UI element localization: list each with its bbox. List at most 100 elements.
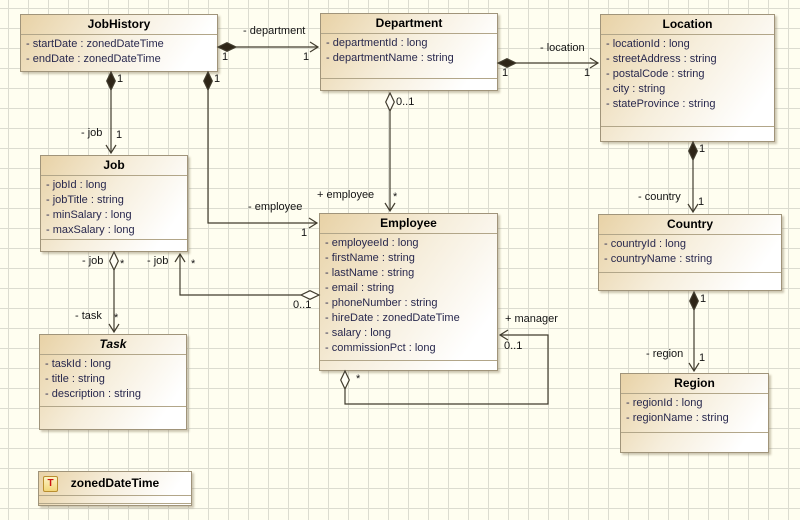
- class-attribute[interactable]: - jobTitle : string: [46, 194, 124, 206]
- datatype-icon: T: [43, 476, 58, 492]
- multiplicity-label: 1: [502, 67, 509, 79]
- class-attribute[interactable]: - employeeId : long: [325, 237, 419, 249]
- edge-line[interactable]: [179, 254, 301, 296]
- class-task[interactable]: Task - taskId : long - title : string - …: [39, 334, 187, 430]
- multiplicity-label: 1: [700, 293, 707, 305]
- class-title: Region: [621, 374, 768, 394]
- class-attribute[interactable]: - countryName : string: [604, 253, 713, 265]
- multiplicity-label: *: [114, 312, 119, 324]
- multiplicity-label: 1: [303, 51, 310, 63]
- edge-role-label: - region: [646, 348, 684, 360]
- arrowhead: [688, 362, 700, 373]
- class-attribute[interactable]: - postalCode : string: [606, 68, 705, 80]
- class-attribute[interactable]: - salary : long: [325, 327, 392, 339]
- class-operations-compartment: [601, 126, 774, 141]
- class-attributes: - employeeId : long - firstName : string…: [320, 234, 497, 360]
- edge-jobhistory-job[interactable]: [105, 70, 117, 155]
- class-attributes: - locationId : long - streetAddress : st…: [601, 35, 774, 126]
- class-attribute[interactable]: - locationId : long: [606, 38, 690, 50]
- edge-role-label: - job: [82, 255, 104, 267]
- edge-role-label: - employee: [248, 201, 303, 213]
- multiplicity-label: 1: [699, 143, 706, 155]
- class-attribute[interactable]: - phoneNumber : string: [325, 297, 438, 309]
- edge-role-label: + employee: [317, 189, 375, 201]
- aggregation-diamond: [299, 290, 321, 300]
- composition-diamond: [216, 42, 238, 52]
- arrowhead: [108, 323, 120, 334]
- multiplicity-label: 0..1: [396, 96, 415, 108]
- class-department[interactable]: Department - departmentId : long - depar…: [320, 13, 498, 91]
- class-attributes: - taskId : long - title : string - descr…: [40, 355, 186, 406]
- class-title: Country: [599, 215, 781, 235]
- class-jobhistory[interactable]: JobHistory - startDate : zonedDateTime -…: [20, 14, 218, 72]
- class-title: Employee: [320, 214, 497, 234]
- datatype-zoneddatetime[interactable]: T zonedDateTime: [38, 471, 192, 506]
- class-job[interactable]: Job - jobId : long - jobTitle : string -…: [40, 155, 188, 252]
- class-attributes: - countryId : long - countryName : strin…: [599, 235, 781, 272]
- composition-diamond: [203, 70, 213, 92]
- class-attribute[interactable]: - lastName : string: [325, 267, 415, 279]
- composition-diamond: [496, 58, 518, 68]
- class-operations-compartment: [621, 432, 768, 452]
- class-attribute[interactable]: - regionName : string: [626, 412, 729, 424]
- arrowhead: [384, 202, 396, 213]
- arrowhead: [498, 329, 509, 341]
- edge-employee-job[interactable]: [174, 252, 321, 300]
- multiplicity-label: 1: [116, 129, 123, 141]
- class-attribute[interactable]: - taskId : long: [45, 358, 112, 370]
- class-country[interactable]: Country - countryId : long - countryName…: [598, 214, 782, 291]
- class-attribute[interactable]: - stateProvince : string: [606, 98, 716, 110]
- composition-diamond: [106, 70, 116, 92]
- class-attribute[interactable]: - commissionPct : long: [325, 342, 436, 354]
- datatype-operations-compartment: [39, 503, 191, 505]
- class-location[interactable]: Location - locationId : long - streetAdd…: [600, 14, 775, 142]
- edge-location-country[interactable]: [687, 140, 699, 214]
- composition-diamond: [688, 140, 698, 162]
- class-attribute[interactable]: - countryId : long: [604, 238, 686, 250]
- class-attribute[interactable]: - streetAddress : string: [606, 53, 717, 65]
- multiplicity-label: 0..1: [504, 340, 523, 352]
- datatype-name: zonedDateTime: [70, 476, 160, 490]
- class-attributes: - departmentId : long - departmentName :…: [321, 34, 497, 78]
- class-title: Job: [41, 156, 187, 176]
- multiplicity-label: 1: [584, 67, 591, 79]
- arrowhead: [174, 252, 186, 263]
- class-attribute[interactable]: - minSalary : long: [46, 209, 132, 221]
- edge-role-label: - job: [147, 255, 169, 267]
- edge-line[interactable]: [207, 90, 317, 224]
- multiplicity-label: 1: [222, 51, 229, 63]
- class-attribute[interactable]: - firstName : string: [325, 252, 415, 264]
- class-operations-compartment: [41, 239, 187, 251]
- class-attribute[interactable]: - title : string: [45, 373, 105, 385]
- class-region[interactable]: Region - regionId : long - regionName : …: [620, 373, 769, 453]
- class-attribute[interactable]: - regionId : long: [626, 397, 703, 409]
- edge-department-location[interactable]: [496, 57, 600, 69]
- edge-role-label: + manager: [505, 313, 558, 325]
- class-employee[interactable]: Employee - employeeId : long - firstName…: [319, 213, 498, 371]
- arrowhead: [687, 203, 699, 214]
- class-attribute[interactable]: - description : string: [45, 388, 141, 400]
- class-attribute[interactable]: - departmentId : long: [326, 37, 428, 49]
- aggregation-diamond: [385, 91, 395, 113]
- multiplicity-label: 1: [699, 352, 706, 364]
- class-attribute[interactable]: - hireDate : zonedDateTime: [325, 312, 460, 324]
- class-title: Department: [321, 14, 497, 34]
- multiplicity-label: 1: [301, 227, 308, 239]
- arrowhead: [309, 41, 320, 53]
- class-attributes: - startDate : zonedDateTime - endDate : …: [21, 35, 217, 71]
- class-attribute[interactable]: - departmentName : string: [326, 52, 454, 64]
- class-attribute[interactable]: - startDate : zonedDateTime: [26, 38, 164, 50]
- edge-role-label: - job: [81, 127, 103, 139]
- class-attribute[interactable]: - maxSalary : long: [46, 224, 135, 236]
- class-operations-compartment: [40, 406, 186, 429]
- class-title: JobHistory: [21, 15, 217, 35]
- class-attribute[interactable]: - endDate : zonedDateTime: [26, 53, 161, 65]
- class-attribute[interactable]: - jobId : long: [46, 179, 107, 191]
- class-attribute[interactable]: - email : string: [325, 282, 395, 294]
- multiplicity-label: 1: [698, 196, 705, 208]
- edge-line[interactable]: [344, 334, 549, 405]
- class-attributes: - jobId : long - jobTitle : string - min…: [41, 176, 187, 239]
- edge-country-region[interactable]: [688, 290, 700, 373]
- class-attribute[interactable]: - city : string: [606, 83, 666, 95]
